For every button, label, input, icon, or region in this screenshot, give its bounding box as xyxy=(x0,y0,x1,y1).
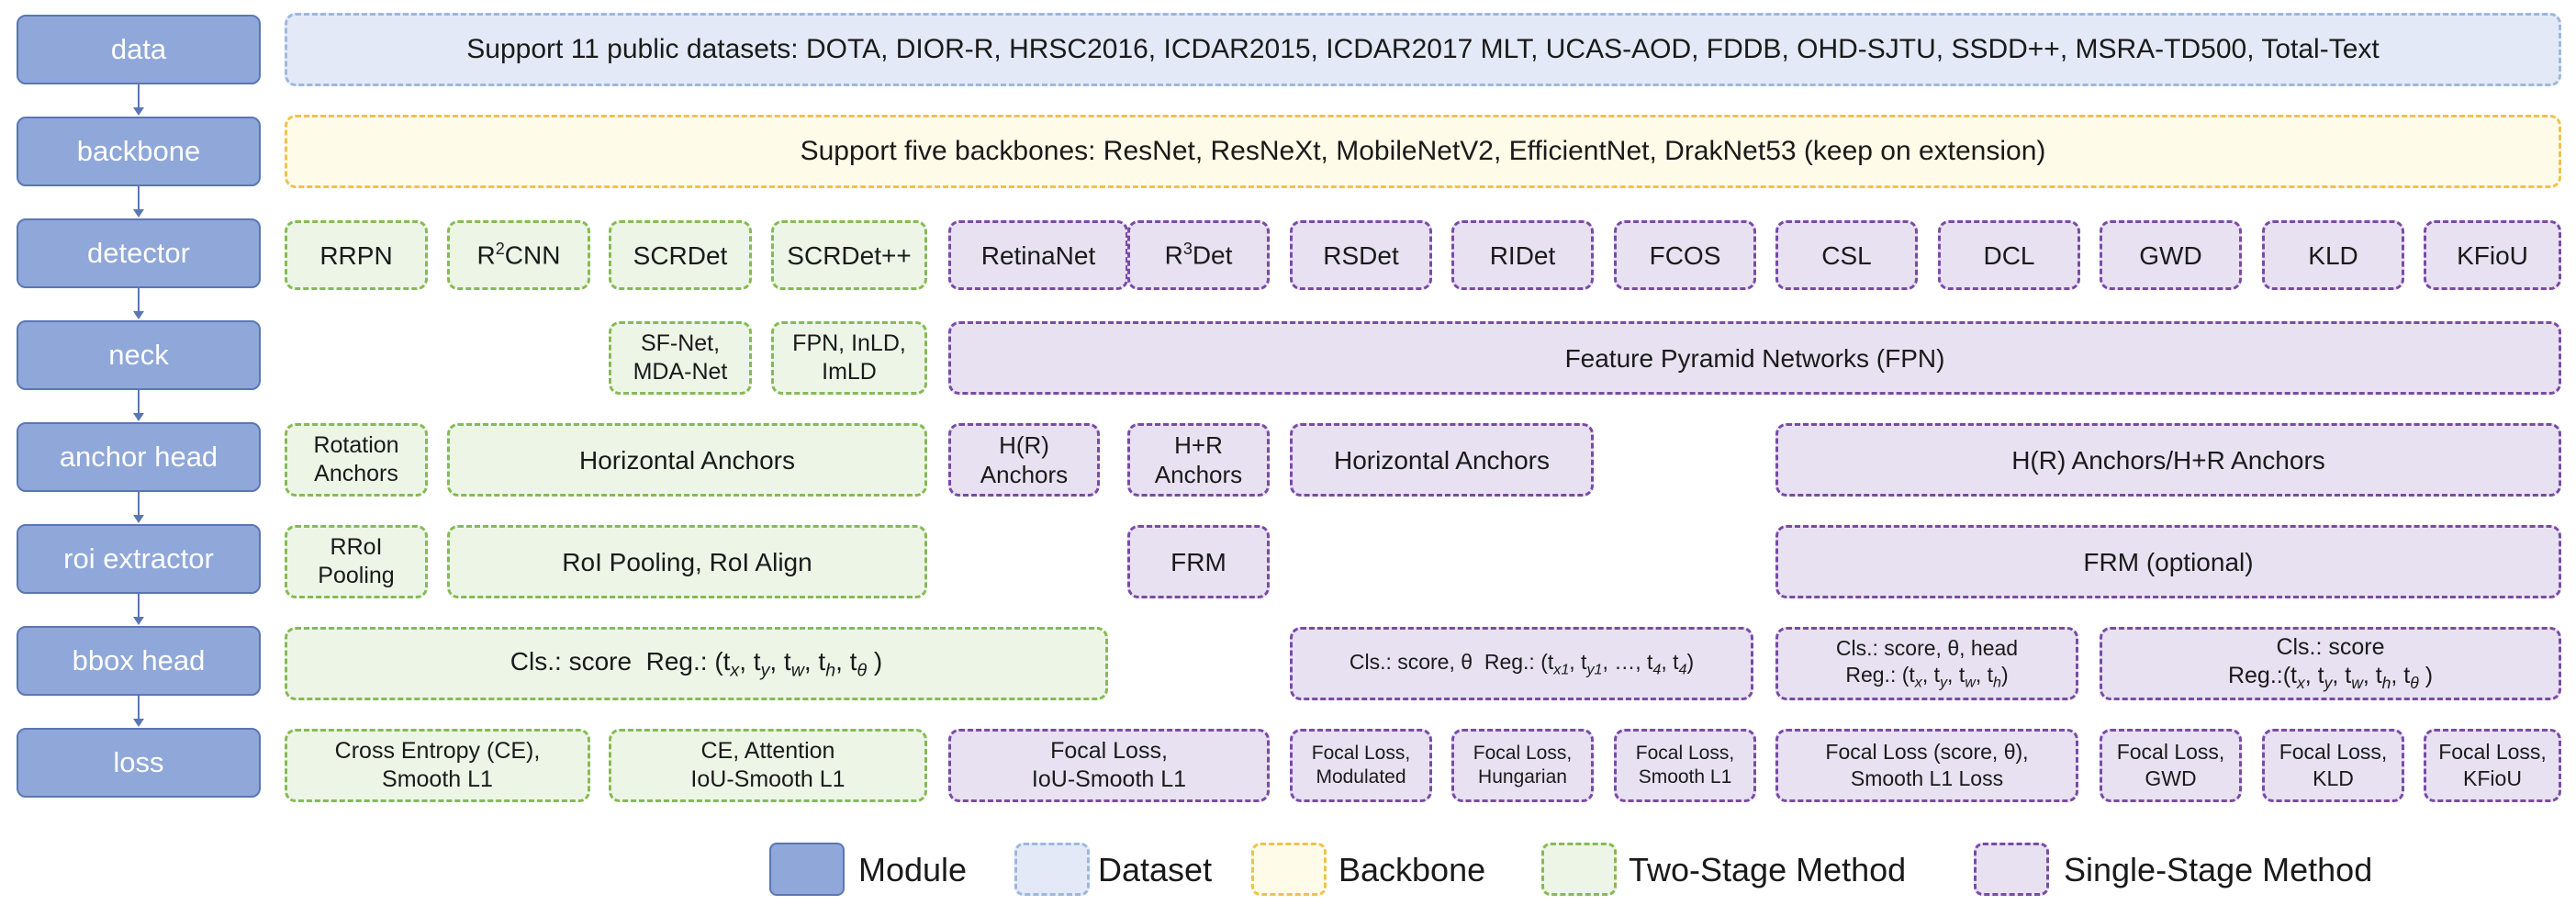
flow-arrow xyxy=(138,84,140,108)
bbox-head-two-stage: Cls.: score Reg.: (tx, ty, tw, th, tθ ) xyxy=(285,627,1108,700)
detector-csl: CSL xyxy=(1775,220,1918,290)
detector-scrdetpp: SCRDet++ xyxy=(771,220,927,290)
legend-label-two-stage: Two-Stage Method xyxy=(1629,851,1907,888)
arrowhead-icon xyxy=(133,515,144,523)
loss-focal-kfiou: Focal Loss,KFioU xyxy=(2424,729,2561,802)
module-bbox-head: bbox head xyxy=(17,626,261,696)
flow-arrow xyxy=(138,594,140,618)
legend-label-single-stage: Single-Stage Method xyxy=(2064,851,2373,888)
backbones-box: Support five backbones: ResNet, ResNeXt,… xyxy=(285,115,2561,188)
arrowhead-icon xyxy=(133,719,144,727)
detector-dcl: DCL xyxy=(1938,220,2080,290)
roi-frm-optional: FRM (optional) xyxy=(1775,525,2561,598)
bbox-reg-formula: Reg.: (tx, ty, tw, th, tθ ) xyxy=(645,646,883,681)
datasets-box: Support 11 public datasets: DOTA, DIOR-R… xyxy=(285,13,2561,86)
roi-frm: FRM xyxy=(1127,525,1270,598)
module-loss: loss xyxy=(17,728,261,798)
arrowhead-icon xyxy=(133,107,144,116)
detector-rsdet: RSDet xyxy=(1290,220,1432,290)
loss-focal-iou: Focal Loss,IoU-Smooth L1 xyxy=(948,729,1270,802)
bbox-head-far-right: Cls.: score Reg.:(tx, ty, tw, th, tθ ) xyxy=(2100,627,2561,700)
legend-swatch-module xyxy=(769,843,845,896)
roi-pooling-align: RoI Pooling, RoI Align xyxy=(447,525,927,598)
neck-sfnet: SF-Net,MDA-Net xyxy=(609,321,752,395)
module-detector: detector xyxy=(17,218,261,288)
anchor-horizontal-single-stage: Horizontal Anchors xyxy=(1290,423,1594,497)
bbox-reg-formula: Reg.: (tx, ty, tw, th) xyxy=(1845,663,2009,691)
flow-arrow xyxy=(138,186,140,210)
detector-kfiou: KFioU xyxy=(2424,220,2561,290)
flow-arrow xyxy=(138,696,140,720)
arrowhead-icon xyxy=(133,311,144,319)
detector-r3det: R3Det xyxy=(1127,220,1270,290)
loss-ce-smoothl1: Cross Entropy (CE),Smooth L1 xyxy=(285,729,590,802)
bbox-reg-formula: Reg.:(tx, ty, tw, th, tθ ) xyxy=(2227,663,2434,693)
detector-retinanet: RetinaNet xyxy=(948,220,1128,290)
loss-focal-gwd: Focal Loss,GWD xyxy=(2100,729,2242,802)
neck-fpn: Feature Pyramid Networks (FPN) xyxy=(948,321,2561,395)
legend-swatch-dataset xyxy=(1014,843,1090,896)
bbox-head-mid: Cls.: score, θ Reg.: (tx1, ty1, …, t4, t… xyxy=(1290,627,1753,700)
anchor-horizontal-two-stage: Horizontal Anchors xyxy=(447,423,927,497)
arrowhead-icon xyxy=(133,209,144,218)
flow-arrow xyxy=(138,288,140,312)
bbox-reg-formula: Reg.: (tx1, ty1, …, t4, t4) xyxy=(1484,649,1695,678)
detector-ridet: RIDet xyxy=(1451,220,1594,290)
arrowhead-icon xyxy=(133,413,144,421)
legend-label-module: Module xyxy=(858,851,968,888)
detector-r2cnn: R2CNN xyxy=(447,220,590,290)
detector-kld: KLD xyxy=(2262,220,2404,290)
neck-fpn-inld: FPN, InLD,ImLD xyxy=(771,321,927,395)
anchor-hr: H(R)Anchors xyxy=(948,423,1100,497)
loss-focal-kld: Focal Loss,KLD xyxy=(2262,729,2404,802)
legend-swatch-single-stage xyxy=(1974,843,2049,896)
loss-focal-smoothl1: Focal Loss,Smooth L1 xyxy=(1614,729,1756,802)
arrowhead-icon xyxy=(133,617,144,625)
bbox-head-right: Cls.: score, θ, head Reg.: (tx, ty, tw, … xyxy=(1775,627,2078,700)
detector-rrpn: RRPN xyxy=(285,220,428,290)
legend-label-backbone: Backbone xyxy=(1338,851,1486,888)
loss-focal-modulated: Focal Loss,Modulated xyxy=(1290,729,1432,802)
legend-swatch-backbone xyxy=(1251,843,1327,896)
legend-swatch-two-stage xyxy=(1541,843,1617,896)
module-anchor-head: anchor head xyxy=(17,422,261,492)
module-backbone: backbone xyxy=(17,117,261,186)
loss-focal-score-theta: Focal Loss (score, θ),Smooth L1 Loss xyxy=(1775,729,2078,802)
detector-gwd: GWD xyxy=(2100,220,2242,290)
module-roi-extractor: roi extractor xyxy=(17,524,261,594)
anchor-hr-hpr: H(R) Anchors/H+R Anchors xyxy=(1775,423,2561,497)
legend-label-dataset: Dataset xyxy=(1098,851,1213,888)
detector-fcos: FCOS xyxy=(1614,220,1756,290)
detector-scrdet: SCRDet xyxy=(609,220,752,290)
loss-focal-hungarian: Focal Loss,Hungarian xyxy=(1451,729,1594,802)
module-data: data xyxy=(17,15,261,84)
flow-arrow xyxy=(138,390,140,414)
flow-arrow xyxy=(138,492,140,516)
module-neck: neck xyxy=(17,320,261,390)
